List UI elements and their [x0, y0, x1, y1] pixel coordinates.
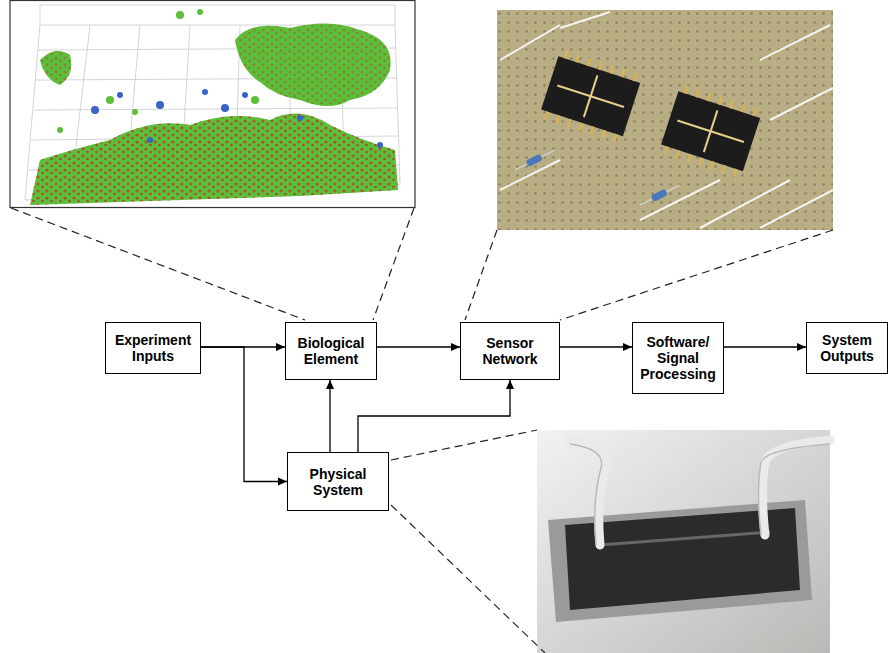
biofilm-cluster	[40, 51, 71, 85]
cell-dot	[197, 9, 203, 15]
box-label: Experiment Inputs	[112, 332, 194, 364]
wire	[500, 25, 560, 60]
resistor-lead	[515, 150, 555, 170]
cell-dot	[297, 115, 303, 121]
cell-dot	[117, 92, 123, 98]
cell-dot	[132, 109, 138, 115]
wire	[560, 12, 610, 28]
breadboard-holes	[497, 10, 833, 230]
biofilm-cells	[40, 51, 71, 85]
wire	[770, 88, 833, 120]
process-box: Physical System	[287, 452, 389, 511]
flow-arrow	[329, 380, 330, 452]
wire	[640, 180, 720, 220]
chip-pins	[665, 86, 756, 177]
wires	[500, 12, 833, 228]
tubing	[570, 440, 830, 545]
process-box: Sensor Network	[460, 322, 560, 380]
biofilm-cluster	[235, 23, 391, 106]
process-box: Biological Element	[285, 322, 377, 380]
leader-line	[11, 208, 305, 320]
bond-wire	[704, 110, 718, 152]
biofilm-cluster	[30, 114, 398, 205]
leader-line	[465, 230, 497, 320]
grid-lines	[40, 5, 395, 25]
resistor-lead	[640, 185, 680, 205]
leader-line	[373, 208, 414, 320]
wire	[760, 25, 830, 60]
tube-edge	[759, 444, 831, 535]
leader-lines	[11, 208, 833, 653]
box-label: System Outputs	[813, 332, 881, 364]
glass-slide	[548, 500, 812, 622]
flow-arrow	[377, 346, 460, 347]
chip-body	[541, 56, 640, 136]
wire	[700, 180, 790, 228]
resistor-symbol	[515, 150, 680, 205]
flow-arrow	[358, 380, 510, 452]
flow-arrow	[201, 347, 287, 482]
cell-dot	[147, 137, 153, 143]
wire	[760, 190, 833, 228]
box-label: Software/ Signal Processing	[639, 334, 717, 382]
process-box: System Outputs	[806, 322, 888, 374]
small-clusters	[57, 9, 259, 133]
chip-pins	[545, 51, 636, 142]
leader-line	[560, 230, 833, 320]
biofilm-cells	[235, 23, 391, 106]
channel	[600, 532, 770, 545]
biofilm-cells	[30, 114, 398, 205]
tube-edge	[570, 444, 602, 545]
cell-dot	[377, 142, 383, 148]
resistor-body	[651, 189, 668, 203]
blue-cells	[91, 89, 383, 148]
breadboard	[497, 10, 833, 230]
process-box: Experiment Inputs	[105, 322, 201, 374]
tube	[570, 440, 606, 545]
sensor-photo	[497, 10, 833, 230]
leader-line	[391, 430, 537, 460]
leader-line	[391, 505, 545, 653]
cell-dot	[221, 104, 229, 112]
cell-dot	[242, 92, 248, 98]
box-label: Sensor Network	[467, 335, 553, 367]
cell-dot	[57, 127, 63, 133]
cell-dot	[106, 96, 114, 104]
bond-wire	[584, 75, 598, 117]
cell-dot	[156, 101, 164, 109]
box-label: Physical System	[294, 466, 382, 498]
physical-photo	[537, 430, 830, 653]
cell-dot	[176, 11, 184, 19]
biofilm-render	[10, 1, 415, 208]
process-box: Software/ Signal Processing	[632, 322, 724, 394]
cell-dot	[251, 96, 259, 104]
tubing-edge	[570, 444, 830, 545]
image-frame	[10, 1, 415, 208]
chip-body	[661, 91, 760, 171]
flow-arrow	[560, 346, 632, 347]
photo-ground	[537, 430, 830, 653]
resistor-body	[526, 154, 543, 168]
chip	[659, 84, 763, 179]
cell-dot	[202, 89, 208, 95]
chip	[539, 49, 643, 144]
cell-dot	[91, 106, 99, 114]
flow-arrow	[724, 346, 806, 347]
box-label: Biological Element	[292, 335, 370, 367]
